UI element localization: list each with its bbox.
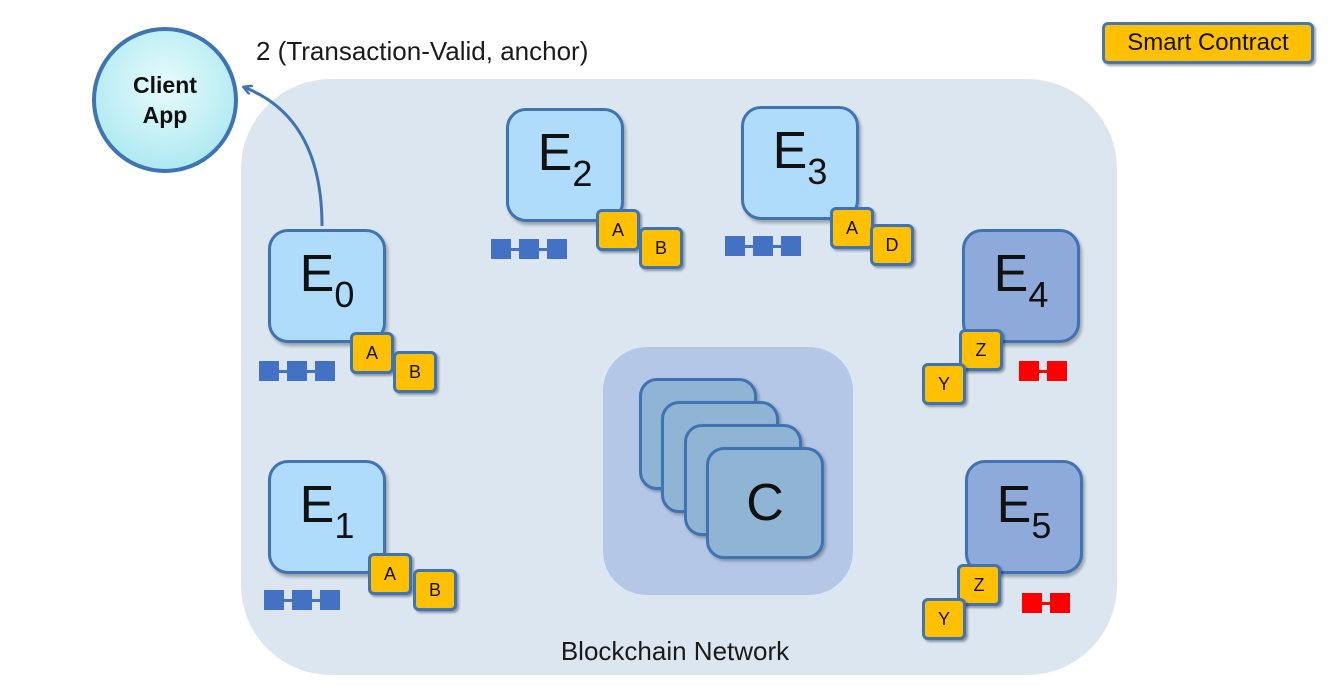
peer-e5-ledger (1022, 593, 1070, 613)
client-app-node[interactable]: Client App (92, 27, 238, 173)
peer-e1-ledger (264, 590, 340, 610)
peer-e4-label: E4 (993, 244, 1049, 316)
peer-e1-contract-b[interactable]: B (413, 569, 457, 611)
peer-e2-contract-b[interactable]: B (639, 227, 683, 269)
peer-e0[interactable]: E0 (268, 229, 386, 343)
peer-e2-contract-a[interactable]: A (596, 209, 640, 251)
peer-e1[interactable]: E1 (268, 460, 386, 574)
peer-e5[interactable]: E5 (965, 460, 1083, 574)
peer-e3[interactable]: E3 (741, 106, 859, 220)
peer-e0-label: E0 (299, 244, 355, 316)
peer-e2-label: E2 (537, 123, 593, 195)
peer-e3-ledger (725, 236, 801, 256)
peer-e1-label: E1 (299, 475, 355, 547)
orderer-node[interactable]: C (706, 447, 824, 559)
peer-e0-ledger (259, 361, 335, 381)
peer-e4-ledger (1019, 361, 1067, 381)
peer-e0-contract-a[interactable]: A (350, 332, 394, 374)
peer-e2-ledger (491, 239, 567, 259)
peer-e4[interactable]: E4 (962, 229, 1080, 343)
network-label: Blockchain Network (560, 636, 790, 666)
peer-e3-contract-a[interactable]: A (830, 207, 874, 249)
peer-e5-label: E5 (996, 475, 1052, 547)
client-app-label-line1: Client (133, 72, 197, 98)
peer-e5-contract-y[interactable]: Y (922, 598, 966, 640)
peer-e1-contract-a[interactable]: A (368, 553, 412, 595)
peer-e0-contract-b[interactable]: B (393, 351, 437, 393)
smart-contract-legend: Smart Contract (1102, 22, 1314, 64)
client-app-label-line2: App (142, 102, 188, 128)
peer-e4-contract-z[interactable]: Z (959, 329, 1003, 371)
peer-e4-contract-y[interactable]: Y (922, 363, 966, 405)
peer-e2[interactable]: E2 (506, 108, 624, 222)
orderer-label: C (746, 474, 784, 532)
peer-e3-label: E3 (772, 121, 828, 193)
transaction-annotation: 2 (Transaction-Valid, anchor) (256, 36, 589, 66)
peer-e3-contract-d[interactable]: D (870, 224, 914, 266)
